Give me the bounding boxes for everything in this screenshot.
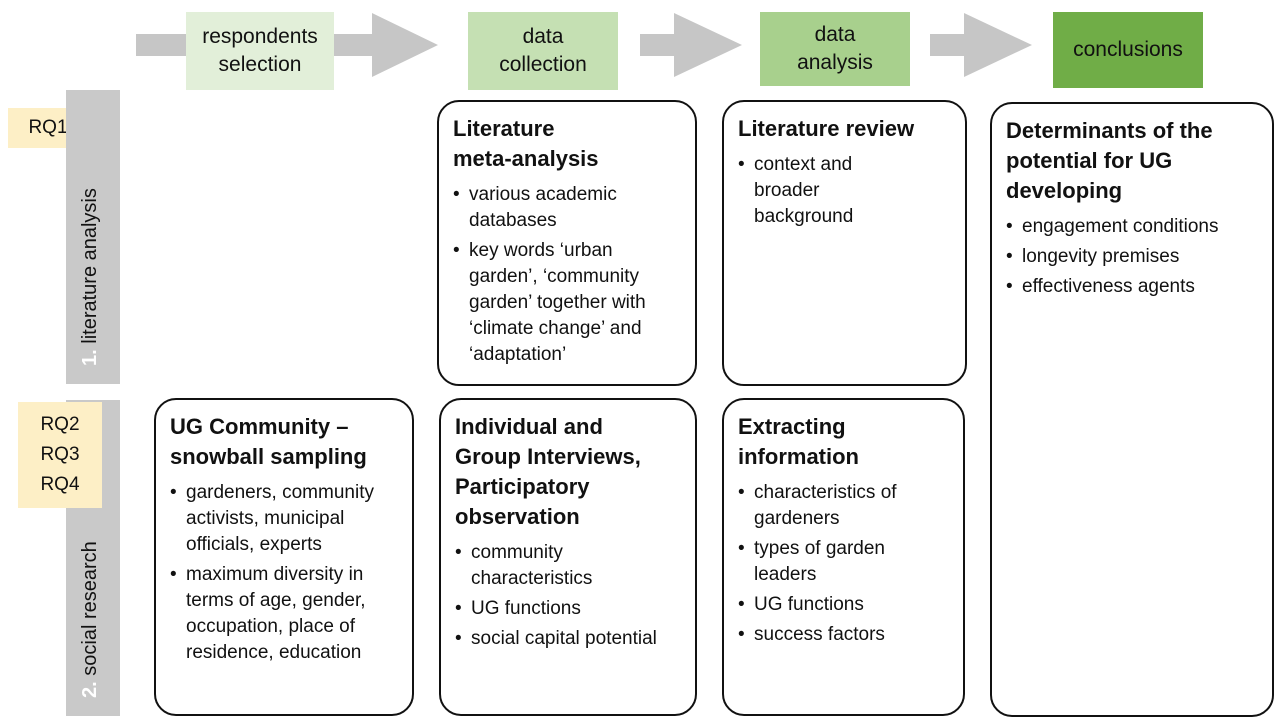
row-label-literature-analysis: 1. literature analysis <box>79 188 102 366</box>
row-label-text: literature analysis <box>79 188 101 344</box>
list-item: types of garden leaders <box>738 536 949 588</box>
list-item: gardeners, community activists, municipa… <box>170 480 398 558</box>
stage-label-line: selection <box>218 53 302 76</box>
card-title: Determinants of the potential for UG dev… <box>1006 116 1258 206</box>
list-item: UG functions <box>455 596 681 622</box>
card-title: Individual and Group Interviews, Partici… <box>455 412 681 532</box>
card-title-line: meta-analysis <box>453 146 599 171</box>
row-bar-literature-analysis <box>66 90 120 384</box>
row-number: 2. <box>79 681 101 698</box>
row-label-text: social research <box>79 541 101 676</box>
stage-label-line: collection <box>499 53 587 76</box>
row-label-social-research: 2. social research <box>79 541 102 698</box>
card-ug-community: UG Community – snowball sampling gardene… <box>154 398 414 716</box>
list-item: characteristics of gardeners <box>738 480 949 532</box>
rq2-4-label: RQ2 RQ3 RQ4 <box>18 402 102 508</box>
card-title: Extracting information <box>738 412 949 472</box>
card-title-line: Literature review <box>738 116 915 141</box>
card-title-line: developing <box>1006 178 1123 203</box>
card-title-line: Literature <box>453 116 555 141</box>
card-literature-meta-analysis: Literature meta-analysis various academi… <box>437 100 697 386</box>
card-title-line: Individual and <box>455 414 603 439</box>
card-bullet-list: gardeners, community activists, municipa… <box>170 480 398 666</box>
right-arrow-icon <box>930 13 1032 77</box>
card-bullet-list: characteristics of gardeners types of ga… <box>738 480 949 648</box>
card-title-line: Participatory <box>455 474 590 499</box>
list-item: UG functions <box>738 592 949 618</box>
list-item: social capital potential <box>455 626 681 652</box>
list-item: engagement conditions <box>1006 214 1258 240</box>
card-bullet-list: context and broader background <box>738 152 898 230</box>
stage-data-analysis: data analysis <box>760 12 910 86</box>
card-title-line: Group Interviews, <box>455 444 641 469</box>
stage-data-collection: data collection <box>468 12 618 90</box>
card-title: Literature review <box>738 114 951 144</box>
stage-respondents-selection: respondents selection <box>186 12 334 90</box>
rq-text: RQ1 <box>28 117 68 138</box>
row-number: 1. <box>79 349 101 366</box>
card-extracting-information: Extracting information characteristics o… <box>722 398 965 716</box>
card-title-line: UG Community – <box>170 414 349 439</box>
right-arrow-icon <box>640 13 742 77</box>
card-title: Literature meta-analysis <box>453 114 681 174</box>
card-title: UG Community – snowball sampling <box>170 412 398 472</box>
stage-conclusions: conclusions <box>1053 12 1203 88</box>
card-bullet-list: community characteristics UG functions s… <box>455 540 681 652</box>
list-item: effectiveness agents <box>1006 274 1258 300</box>
card-bullet-list: engagement conditions longevity premises… <box>1006 214 1258 300</box>
rq-text: RQ3 <box>40 444 80 465</box>
stage-label-line: data <box>522 25 564 48</box>
card-title-line: Extracting <box>738 414 846 439</box>
card-title-line: potential for UG <box>1006 148 1173 173</box>
list-item: various academic databases <box>453 182 681 234</box>
list-item: community characteristics <box>455 540 681 592</box>
stage-label-line: analysis <box>797 51 873 74</box>
rq-text: RQ2 <box>40 414 80 435</box>
stage-label-line: data <box>814 23 856 46</box>
card-interviews: Individual and Group Interviews, Partici… <box>439 398 697 716</box>
card-bullet-list: various academic databases key words ‘ur… <box>453 182 681 368</box>
card-literature-review: Literature review context and broader ba… <box>722 100 967 386</box>
list-item: key words ‘urban garden’, ‘community gar… <box>453 238 681 368</box>
card-title-line: snowball sampling <box>170 444 367 469</box>
list-item: maximum diversity in terms of age, gende… <box>170 562 398 666</box>
list-item: success factors <box>738 622 949 648</box>
card-title-line: observation <box>455 504 580 529</box>
card-title-line: Determinants of the <box>1006 118 1213 143</box>
list-item: longevity premises <box>1006 244 1258 270</box>
stage-label-line: conclusions <box>1073 38 1183 61</box>
stage-label-line: respondents <box>202 25 318 48</box>
rq-text: RQ4 <box>40 474 80 495</box>
card-title-line: information <box>738 444 859 469</box>
card-determinants: Determinants of the potential for UG dev… <box>990 102 1274 717</box>
list-item: context and broader background <box>738 152 898 230</box>
